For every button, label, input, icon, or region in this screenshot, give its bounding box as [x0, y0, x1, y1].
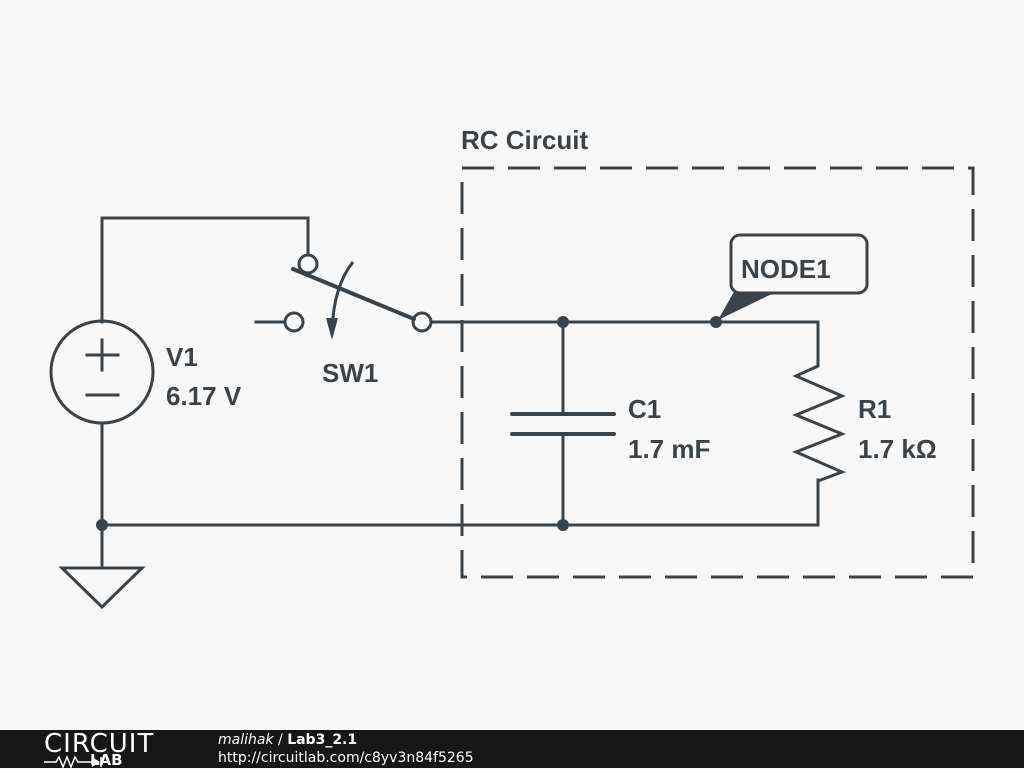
sw1-name: SW1 — [322, 358, 378, 388]
voltage-source-v1[interactable] — [49, 319, 155, 425]
ground-icon — [58, 566, 146, 610]
logo-resistor-diode-icon — [44, 754, 110, 768]
junction-dot — [96, 519, 108, 531]
wire-ground-rail — [100, 422, 820, 527]
project-name-link[interactable]: Lab3_2.1 — [287, 732, 358, 748]
author-link[interactable]: malihak — [218, 732, 274, 748]
breadcrumb-separator: / — [273, 732, 288, 748]
r1-value: 1.7 kΩ — [858, 434, 937, 464]
r1-name: R1 — [858, 394, 891, 424]
node-label[interactable]: NODE1 — [718, 233, 869, 320]
schematic-canvas: RC Circuit V1 6.17 V SW1 C1 1.7 mF R1 1.… — [49, 125, 975, 610]
logo-lab-text: LAB — [90, 751, 123, 769]
project-url[interactable]: http://circuitlab.com/c8yv3n84f5265 — [218, 750, 474, 766]
c1-name: C1 — [628, 394, 661, 424]
capacitor-c1[interactable] — [510, 412, 616, 436]
resistor-r1[interactable] — [792, 360, 847, 487]
footer-bar: CIRCUIT LAB malihak / Lab3_2.1 http://ci… — [0, 730, 1024, 768]
circuitlab-logo[interactable]: CIRCUIT — [44, 729, 155, 759]
c1-value: 1.7 mF — [628, 434, 710, 464]
project-breadcrumb: malihak / Lab3_2.1 — [218, 732, 357, 748]
wire-source-top — [100, 216, 310, 324]
v1-value: 6.17 V — [166, 381, 242, 411]
node-label-text: NODE1 — [741, 254, 831, 284]
wire-node1-top — [430, 320, 820, 364]
junction-dot — [557, 316, 569, 328]
v1-name: V1 — [166, 342, 198, 372]
junction-dot — [557, 519, 569, 531]
switch-sw1[interactable] — [283, 253, 433, 340]
subcircuit-box — [460, 166, 975, 579]
subcircuit-title: RC Circuit — [461, 125, 588, 155]
